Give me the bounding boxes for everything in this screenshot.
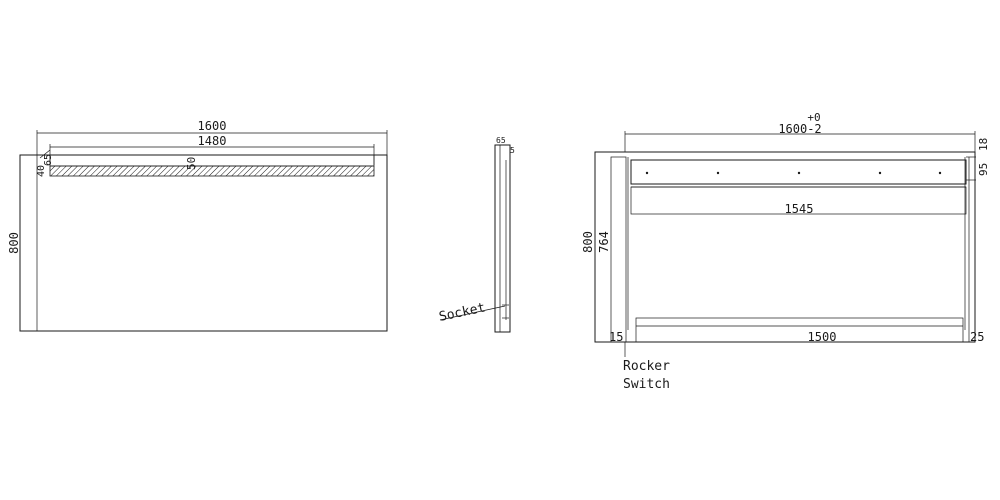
- mount-point: [878, 171, 882, 175]
- rear-overall-width: 1600-2: [778, 122, 821, 136]
- rear-bottom-right: 25: [970, 330, 984, 344]
- mount-point: [938, 171, 942, 175]
- side-view: 65 5 Socket: [438, 136, 515, 333]
- rear-top-width: 1545: [785, 202, 814, 216]
- rear-top-bar-housing: [630, 159, 967, 185]
- front-bar-offset: 65: [43, 154, 54, 166]
- rear-panel-outline: [594, 151, 976, 343]
- front-bar-width: 1480: [198, 134, 227, 148]
- mount-point: [716, 171, 720, 175]
- front-light-bar-hatch: [49, 165, 375, 177]
- rear-bottom-left: 15: [609, 330, 623, 344]
- socket-leader-line: [439, 305, 506, 321]
- side-depth: 65: [496, 136, 506, 145]
- rear-top-bar-plate: [630, 186, 967, 215]
- rear-height: 800: [581, 231, 595, 253]
- front-height: 800: [7, 232, 21, 254]
- rocker-switch-label-line1: Rocker: [623, 359, 670, 374]
- front-overall-width: 1600: [198, 119, 227, 133]
- rear-left-strip: [610, 156, 627, 343]
- rear-tolerance-upper: +0: [807, 111, 820, 124]
- mount-point: [645, 171, 649, 175]
- rear-right-offset-b: 18: [977, 138, 990, 151]
- rear-bottom-bar: [635, 317, 964, 343]
- side-lip: 5: [510, 146, 515, 155]
- mount-point: [797, 171, 801, 175]
- rocker-switch-label-line2: Switch: [623, 377, 670, 392]
- rear-bottom-width: 1500: [808, 330, 837, 344]
- front-edge-offset: 40: [36, 165, 47, 177]
- rear-right-offset-a: 95: [977, 163, 990, 176]
- rear-view: +0 1600-2 1545 95 18 800 764: [581, 111, 990, 392]
- socket-label: Socket: [438, 300, 487, 324]
- front-view: 1600 1480 40 65 50 800: [7, 119, 388, 332]
- front-bar-height: 50: [185, 157, 198, 170]
- front-light-bar-outline: [49, 154, 375, 167]
- front-panel-outline: [19, 154, 388, 332]
- side-profile-outline: [494, 144, 511, 333]
- rear-inner-height: 764: [597, 231, 611, 253]
